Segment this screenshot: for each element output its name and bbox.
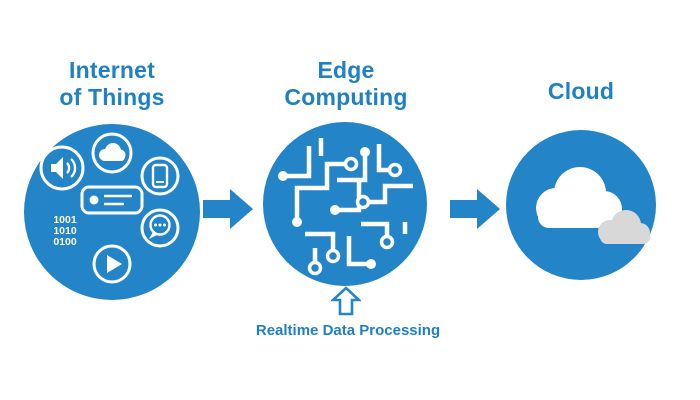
smartphone-icon [140, 156, 180, 196]
edge-heading: Edge Computing [262, 57, 430, 111]
arrow-right-icon [450, 187, 500, 231]
iot-heading-line2: of Things [59, 84, 165, 110]
iot-node: 1001 1010 0100 [24, 124, 200, 300]
binary-code: 1001 1010 0100 [53, 214, 77, 248]
cloud-icon [91, 132, 133, 174]
arrow-up-icon [331, 286, 361, 316]
edge-node [263, 122, 427, 286]
svg-text:1001: 1001 [53, 214, 77, 226]
realtime-caption: Realtime Data Processing [255, 322, 441, 339]
arrow-right-icon [203, 187, 253, 231]
svg-text:0100: 0100 [53, 236, 77, 248]
svg-text:1010: 1010 [53, 225, 77, 237]
cloud-heading: Cloud [505, 78, 657, 105]
cloud-heading-line1: Cloud [547, 78, 615, 104]
circuit-graphic [263, 122, 427, 286]
media-device-icon [80, 185, 144, 215]
play-icon [92, 244, 132, 284]
gray-cloud-shape [598, 210, 650, 244]
cloud-node [506, 130, 656, 280]
iot-graphic: 1001 1010 0100 [24, 124, 200, 300]
iot-heading: Internet of Things [22, 57, 202, 111]
volume-icon [39, 145, 85, 191]
white-cloud-shape [536, 167, 622, 228]
iot-heading-line1: Internet [69, 57, 155, 83]
edge-heading-line1: Edge [317, 57, 375, 83]
cloud-graphic [506, 130, 656, 280]
chat-icon [140, 208, 180, 248]
edge-heading-line2: Computing [284, 84, 408, 110]
